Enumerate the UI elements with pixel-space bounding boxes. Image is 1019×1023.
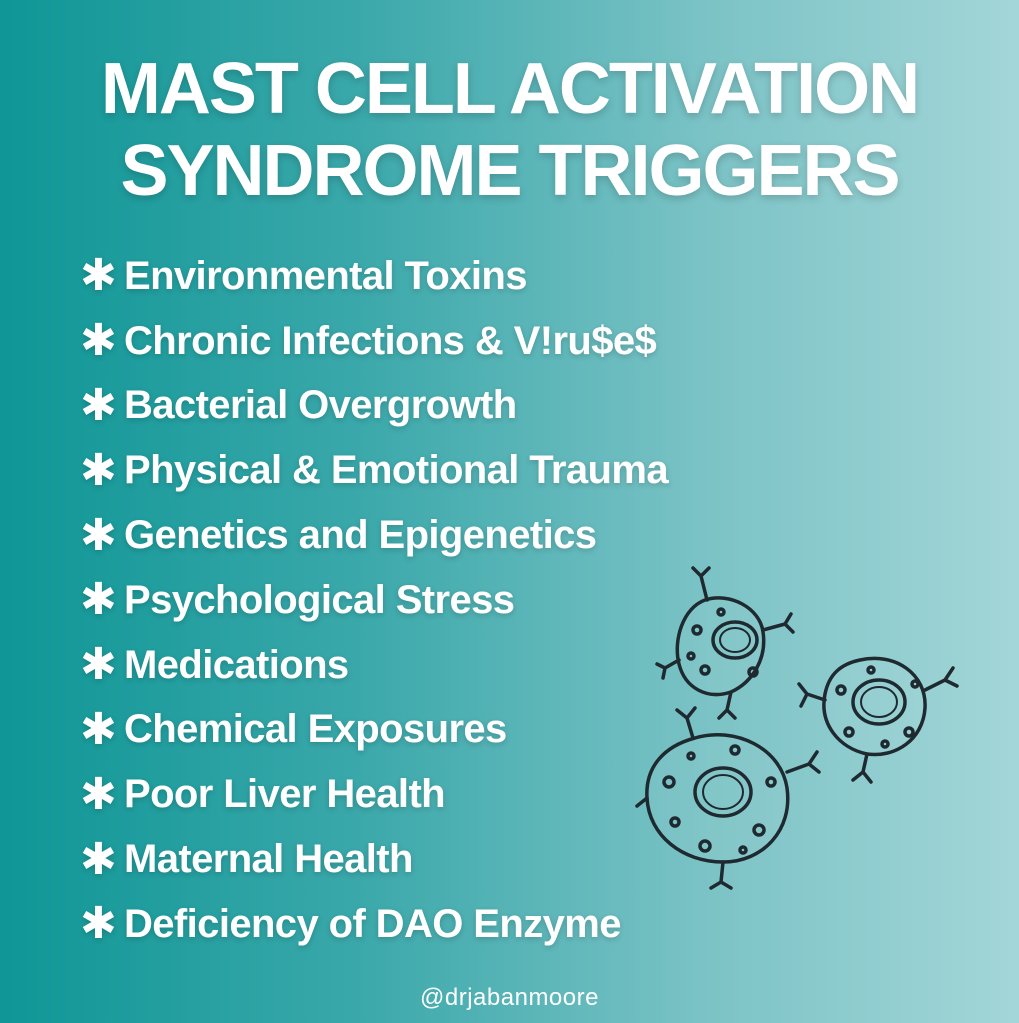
list-item-label: Chemical Exposures <box>124 707 507 752</box>
asterisk-icon: ✱ <box>80 834 117 884</box>
asterisk-icon: ✱ <box>80 251 117 301</box>
asterisk-icon: ✱ <box>80 899 117 949</box>
list-item-label: Physical & Emotional Trauma <box>124 448 669 493</box>
trigger-list: ✱Environmental Toxins ✱Chronic Infection… <box>80 244 669 957</box>
list-item: ✱Chronic Infections & V!ru$e$ <box>80 309 668 374</box>
mast-cell-icon <box>635 706 821 890</box>
list-item: ✱Chemical Exposures <box>80 698 668 763</box>
asterisk-icon: ✱ <box>80 380 117 430</box>
list-item: ✱Bacterial Overgrowth <box>80 374 668 439</box>
list-item-label: Bacterial Overgrowth <box>124 383 517 428</box>
list-item: ✱Maternal Health <box>80 827 668 892</box>
author-handle: @drjabanmoore <box>420 984 599 1011</box>
asterisk-icon: ✱ <box>80 575 117 625</box>
mast-cell-illustration-icon <box>635 560 965 890</box>
title-line-1: MAST CELL ACTIVATION <box>100 49 920 129</box>
list-item-label: Deficiency of DAO Enzyme <box>124 901 621 946</box>
list-item-label: Genetics and Epigenetics <box>124 513 597 558</box>
page-title: MAST CELL ACTIVATION SYNDROME TRIGGERS <box>0 48 1019 212</box>
list-item: ✱Psychological Stress <box>80 568 668 633</box>
asterisk-icon: ✱ <box>80 769 117 819</box>
list-item: ✱Physical & Emotional Trauma <box>80 438 669 503</box>
list-item: ✱Deficiency of DAO Enzyme <box>80 892 668 957</box>
list-item-label: Maternal Health <box>124 837 413 882</box>
asterisk-icon: ✱ <box>80 316 117 366</box>
list-item: ✱Genetics and Epigenetics <box>80 503 668 568</box>
asterisk-icon: ✱ <box>80 640 117 690</box>
list-item: ✱Poor Liver Health <box>80 762 668 827</box>
list-item-label: Environmental Toxins <box>124 253 527 298</box>
list-item-label: Poor Liver Health <box>124 772 446 817</box>
list-item: ✱Environmental Toxins <box>80 244 668 309</box>
asterisk-icon: ✱ <box>80 510 117 560</box>
mast-cell-icon <box>655 566 795 720</box>
title-line-2: SYNDROME TRIGGERS <box>120 131 900 211</box>
mast-cell-icon <box>797 656 959 784</box>
list-item-label: Psychological Stress <box>124 577 515 622</box>
list-item-label: Medications <box>124 642 349 687</box>
asterisk-icon: ✱ <box>80 445 117 495</box>
list-item: ✱Medications <box>80 633 668 698</box>
list-item-label: Chronic Infections & V!ru$e$ <box>124 318 657 363</box>
asterisk-icon: ✱ <box>80 704 117 754</box>
